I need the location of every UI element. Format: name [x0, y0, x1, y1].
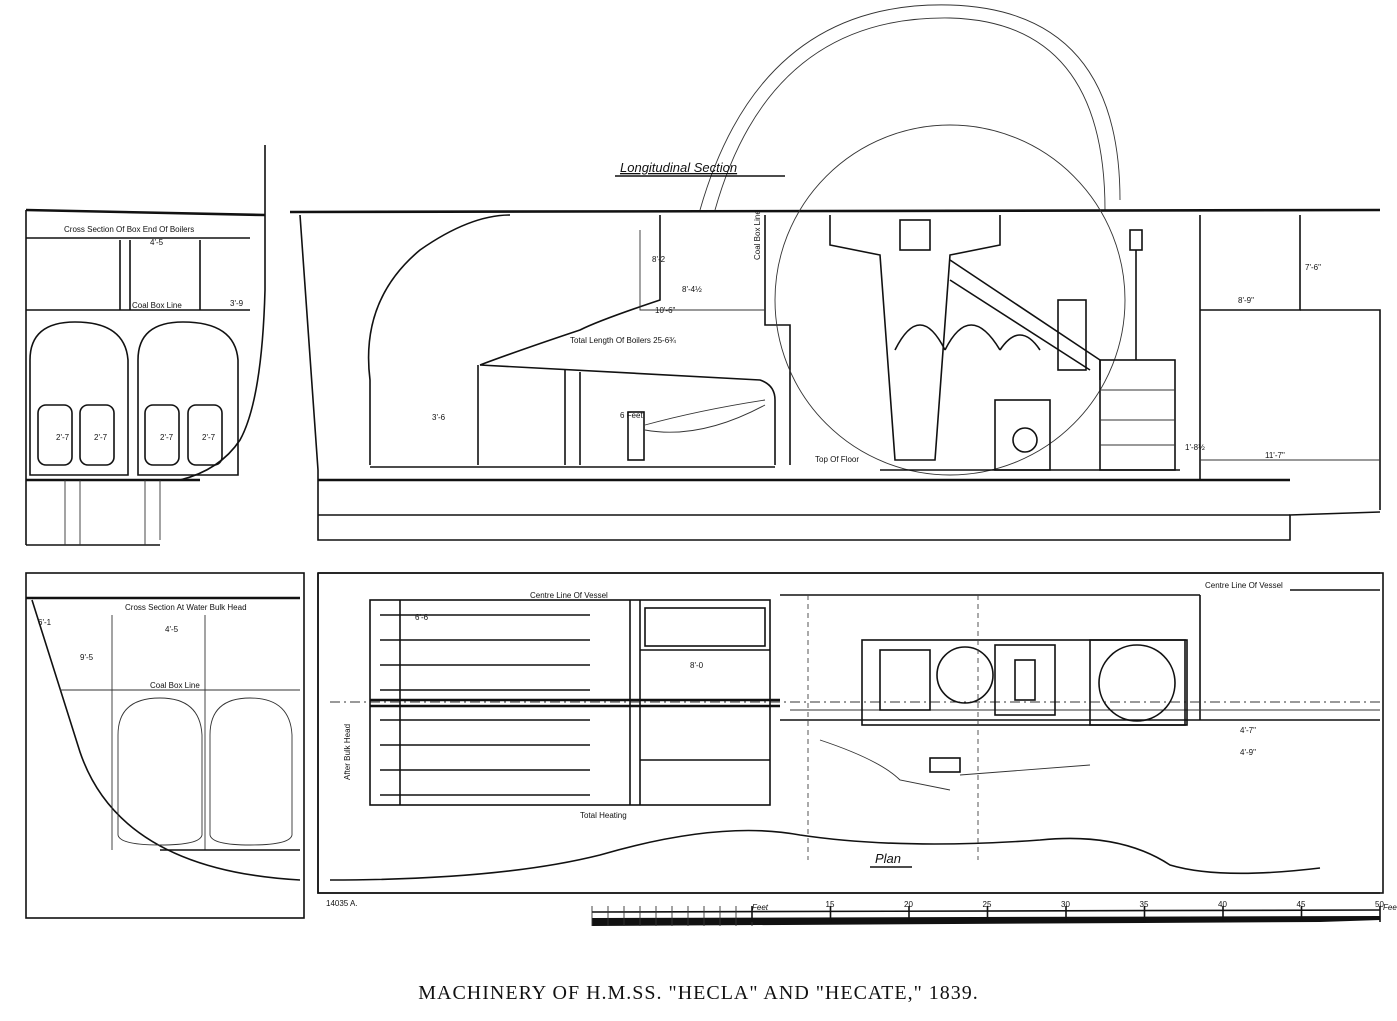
total-length-label: Total Length Of Boilers 25-6¾	[570, 336, 676, 345]
scale-unit-label: Feet	[752, 903, 769, 912]
cross-section-box-end-title: Cross Section Of Box End Of Boilers	[64, 225, 194, 234]
side-lever-engine	[829, 215, 1180, 471]
drawing-caption: MACHINERY OF H.M.SS. "HECLA" AND "HECATE…	[418, 982, 979, 1004]
coal-box-line-label: Coal Box Line	[150, 681, 200, 690]
dim-label: 8'-4½	[682, 285, 702, 294]
flue-label: 6 Feet	[620, 411, 643, 420]
dim-label: 8'-0	[690, 661, 704, 670]
longitudinal-section-title: Longitudinal Section	[620, 160, 737, 175]
scale-tick-label: 15	[826, 900, 835, 909]
coal-box-line-label: Coal Box Line	[132, 301, 182, 310]
dim-label: 4'-5	[150, 238, 164, 247]
scale-tick-label: 30	[1061, 900, 1070, 909]
dim-label: 2'-7	[56, 433, 70, 442]
dim-label: 6'-1	[38, 618, 52, 627]
dim-label: 4'-9"	[1240, 748, 1256, 757]
scale-tick-label: 50	[1375, 900, 1384, 909]
dim-label: 1'-8½	[1185, 443, 1205, 452]
dim-label: 4'-7"	[1240, 726, 1256, 735]
dim-label: 8'-2	[652, 255, 666, 264]
scale-tick-label: 45	[1297, 900, 1306, 909]
scale-unit-end-label: Feet	[1383, 903, 1397, 912]
cross-section-bulkhead-title: Cross Section At Water Bulk Head	[125, 603, 247, 612]
dim-label: 3'-9	[230, 299, 244, 308]
scale-tick-label: 35	[1140, 900, 1149, 909]
longitudinal-section-view: Longitudinal Section Total Length Of Boi…	[289, 4, 1381, 541]
scale-tick-label: 40	[1218, 900, 1227, 909]
coal-box-line-label: Coal Box Line	[753, 210, 762, 260]
top-of-floor-label: Top Of Floor	[815, 455, 859, 464]
cross-section-box-end-view: Cross Section Of Box End Of Boilers Coal…	[25, 145, 266, 546]
dim-label: 8'-9"	[1238, 296, 1254, 305]
dim-label: 4'-5	[165, 625, 179, 634]
centre-line-right-label: Centre Line Of Vessel	[1205, 581, 1283, 590]
scale-tick-label: 25	[983, 900, 992, 909]
after-bulk-head-label: After Bulk Head	[343, 724, 352, 780]
plan-title: Plan	[875, 851, 901, 866]
dim-label: 6'-6	[415, 613, 429, 622]
dim-label: 10'-6"	[655, 306, 676, 315]
total-heating-label: Total Heating	[580, 811, 627, 820]
centre-line-label: Centre Line Of Vessel	[530, 591, 608, 600]
scale-bar: Feet Feet 15 20 25 30 35 40 45 50	[591, 900, 1397, 926]
plan-view: Plan Centre Line Of Vessel Centre Line O…	[317, 572, 1384, 908]
dim-label: 9'-5	[80, 653, 94, 662]
dim-label: 3'-6	[432, 413, 446, 422]
dim-label: 2'-7	[160, 433, 174, 442]
plate-number: 14035 A.	[326, 899, 358, 908]
cross-section-bulkhead-view: Cross Section At Water Bulk Head Coal Bo…	[25, 572, 305, 919]
dim-label: 11'-7"	[1265, 451, 1285, 460]
dim-label: 2'-7	[202, 433, 216, 442]
dim-label: 2'-7	[94, 433, 108, 442]
scale-tick-label: 20	[904, 900, 913, 909]
dim-label: 7'-6"	[1305, 263, 1321, 272]
